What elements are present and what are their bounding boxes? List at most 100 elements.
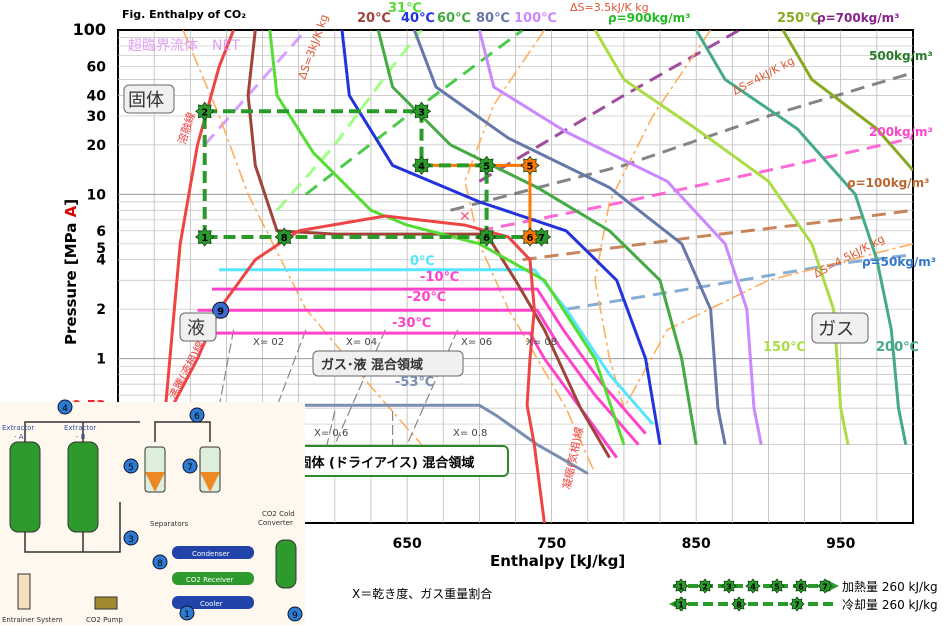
point-9-marker — [212, 301, 230, 319]
cycle-alt-point — [520, 155, 540, 176]
quality-line — [334, 329, 386, 445]
quality-label: X= 08 — [526, 337, 557, 348]
isotherm-label: 100℃ — [514, 11, 557, 26]
receiver-label: CO2 Receiver — [186, 576, 233, 584]
density-label: ρ=50kg/m³ — [862, 255, 936, 269]
y-tick-label: 60 — [87, 59, 107, 75]
legend-heating-marker-label: 5 — [774, 583, 780, 592]
cycle-point-label: 7 — [538, 233, 545, 244]
legend-cooling-label: 冷却量 260 kJ/kg — [842, 598, 938, 612]
entropy-line — [182, 30, 423, 446]
x-axis-label: Enthalpy [kJ/kg] — [490, 552, 625, 570]
extractor-b-label-1: Extractor — [64, 424, 96, 432]
co2-pump: CO2 Pump — [86, 596, 123, 624]
density-label: ρ=100kg/m³ — [847, 176, 929, 190]
quality-label: X= 04 — [346, 337, 377, 348]
density-line — [275, 30, 423, 212]
isotherm-label: 40℃ — [401, 11, 435, 26]
legend-heating-marker — [697, 578, 713, 594]
legend-heating-marker-label: 1 — [678, 583, 684, 592]
isotherm-line — [412, 30, 727, 445]
footnote: X＝乾き度、ガス重量割合 — [352, 586, 492, 601]
entropy-line — [623, 243, 913, 409]
isotherm-label: 31℃ — [388, 1, 422, 16]
critical-point-marker: ✕ — [459, 209, 471, 225]
isotherm-line — [197, 331, 618, 459]
marker-1: 1 — [179, 605, 195, 621]
cycle-point — [411, 155, 432, 176]
marker-4: 4 — [57, 399, 73, 415]
cycle-point-label: 2 — [201, 107, 208, 118]
legend-cooling-marker — [673, 596, 689, 612]
cycle-point-label: 6 — [483, 233, 490, 244]
isotherm-line — [781, 30, 913, 172]
isotherm-line — [376, 30, 698, 445]
isotherm-line — [246, 30, 611, 459]
legend-heating-marker — [817, 578, 833, 594]
isotherm-label: 80℃ — [476, 11, 510, 26]
region-gas-solid-label: ガス･固体 (ドライアイス) 混合領域 — [266, 455, 474, 471]
cycle-point-label: 8 — [281, 233, 288, 244]
point-9-label: 9 — [217, 306, 224, 317]
entropy-line — [594, 30, 712, 409]
quality-label: X= 06 — [461, 337, 492, 348]
density-line — [304, 30, 524, 196]
density-line — [522, 208, 913, 262]
cycle-point — [476, 155, 497, 176]
isotherm-line — [219, 268, 654, 426]
cycle-point-label: 4 — [418, 161, 425, 172]
y-axis-label-unit: A — [62, 205, 80, 217]
y-tick-label: 2 — [96, 302, 106, 318]
quality-line — [406, 329, 459, 445]
region-gas-liquid-label: ガス･液 混合領域 — [321, 357, 423, 373]
isotherm-label: -30℃ — [392, 316, 431, 331]
marker-9-text: 9 — [292, 611, 298, 621]
region-gas-solid: ガス･固体 (ドライアイス) 混合領域 — [257, 445, 509, 477]
marker-7: 7 — [182, 458, 198, 474]
legend-heating-marker-label: 3 — [726, 583, 732, 592]
legend-heating-marker-label: 6 — [798, 583, 804, 592]
legend-heating-marker — [721, 578, 737, 594]
extractor-a-label-2: - A — [14, 433, 24, 441]
legend-cooling-marker-label: 8 — [736, 601, 742, 610]
cycle-point — [195, 101, 215, 121]
entropy-label: ΔS=3.5kJ/K kg — [570, 1, 649, 14]
legend-cooling-marker-label: 7 — [794, 601, 800, 610]
legend-heating-marker — [745, 578, 761, 594]
entrainer-system: Entrainer System — [2, 573, 63, 624]
y-tick-label: 6 — [96, 224, 106, 240]
isotherm-label: 150℃ — [763, 340, 806, 355]
legend-heating-marker-label: 7 — [822, 583, 828, 592]
cycle-point — [476, 227, 497, 247]
density-line — [479, 136, 913, 233]
x-tick-label: 850 — [682, 536, 711, 552]
y-tick-label: 10 — [87, 187, 107, 203]
marker-4-text: 4 — [62, 404, 68, 414]
x-tick-label: 650 — [392, 536, 421, 552]
legend-cooling-marker — [789, 596, 805, 612]
region-supercritical-label: 超臨界流体 NET — [128, 38, 240, 54]
isotherm-line — [197, 308, 640, 446]
isotherm-line — [477, 30, 763, 445]
entrainer-label: Entrainer System — [2, 616, 63, 624]
region-gas-liquid: ガス･液 混合領域 — [312, 350, 464, 377]
isotherm-line — [212, 287, 647, 435]
curves — [145, 30, 913, 523]
saturation-curve — [145, 214, 546, 523]
marker-3: 3 — [123, 530, 139, 546]
x-tick-label: 950 — [826, 536, 855, 552]
density-label: ρ=900kg/m³ — [608, 11, 690, 25]
legend-heating-marker-label: 4 — [750, 583, 756, 592]
condenser-unit: Condenser CO2 Receiver Cooler — [172, 546, 254, 609]
extractor-a-label-1: Extractor — [2, 424, 34, 432]
legend-heating-marker — [769, 578, 785, 594]
isotherm-label: 60℃ — [437, 11, 471, 26]
region-solid: 固体 — [123, 84, 175, 114]
density-label: 200kg/m³ — [869, 125, 933, 139]
extractor-b-label-2: - B — [76, 433, 86, 441]
legend-heating-marker-label: 2 — [702, 583, 708, 592]
region-solid-label: 固体 — [128, 90, 164, 111]
region-liquid: 液 — [179, 312, 217, 342]
extractor-a-label: Extractor- A — [2, 424, 34, 441]
